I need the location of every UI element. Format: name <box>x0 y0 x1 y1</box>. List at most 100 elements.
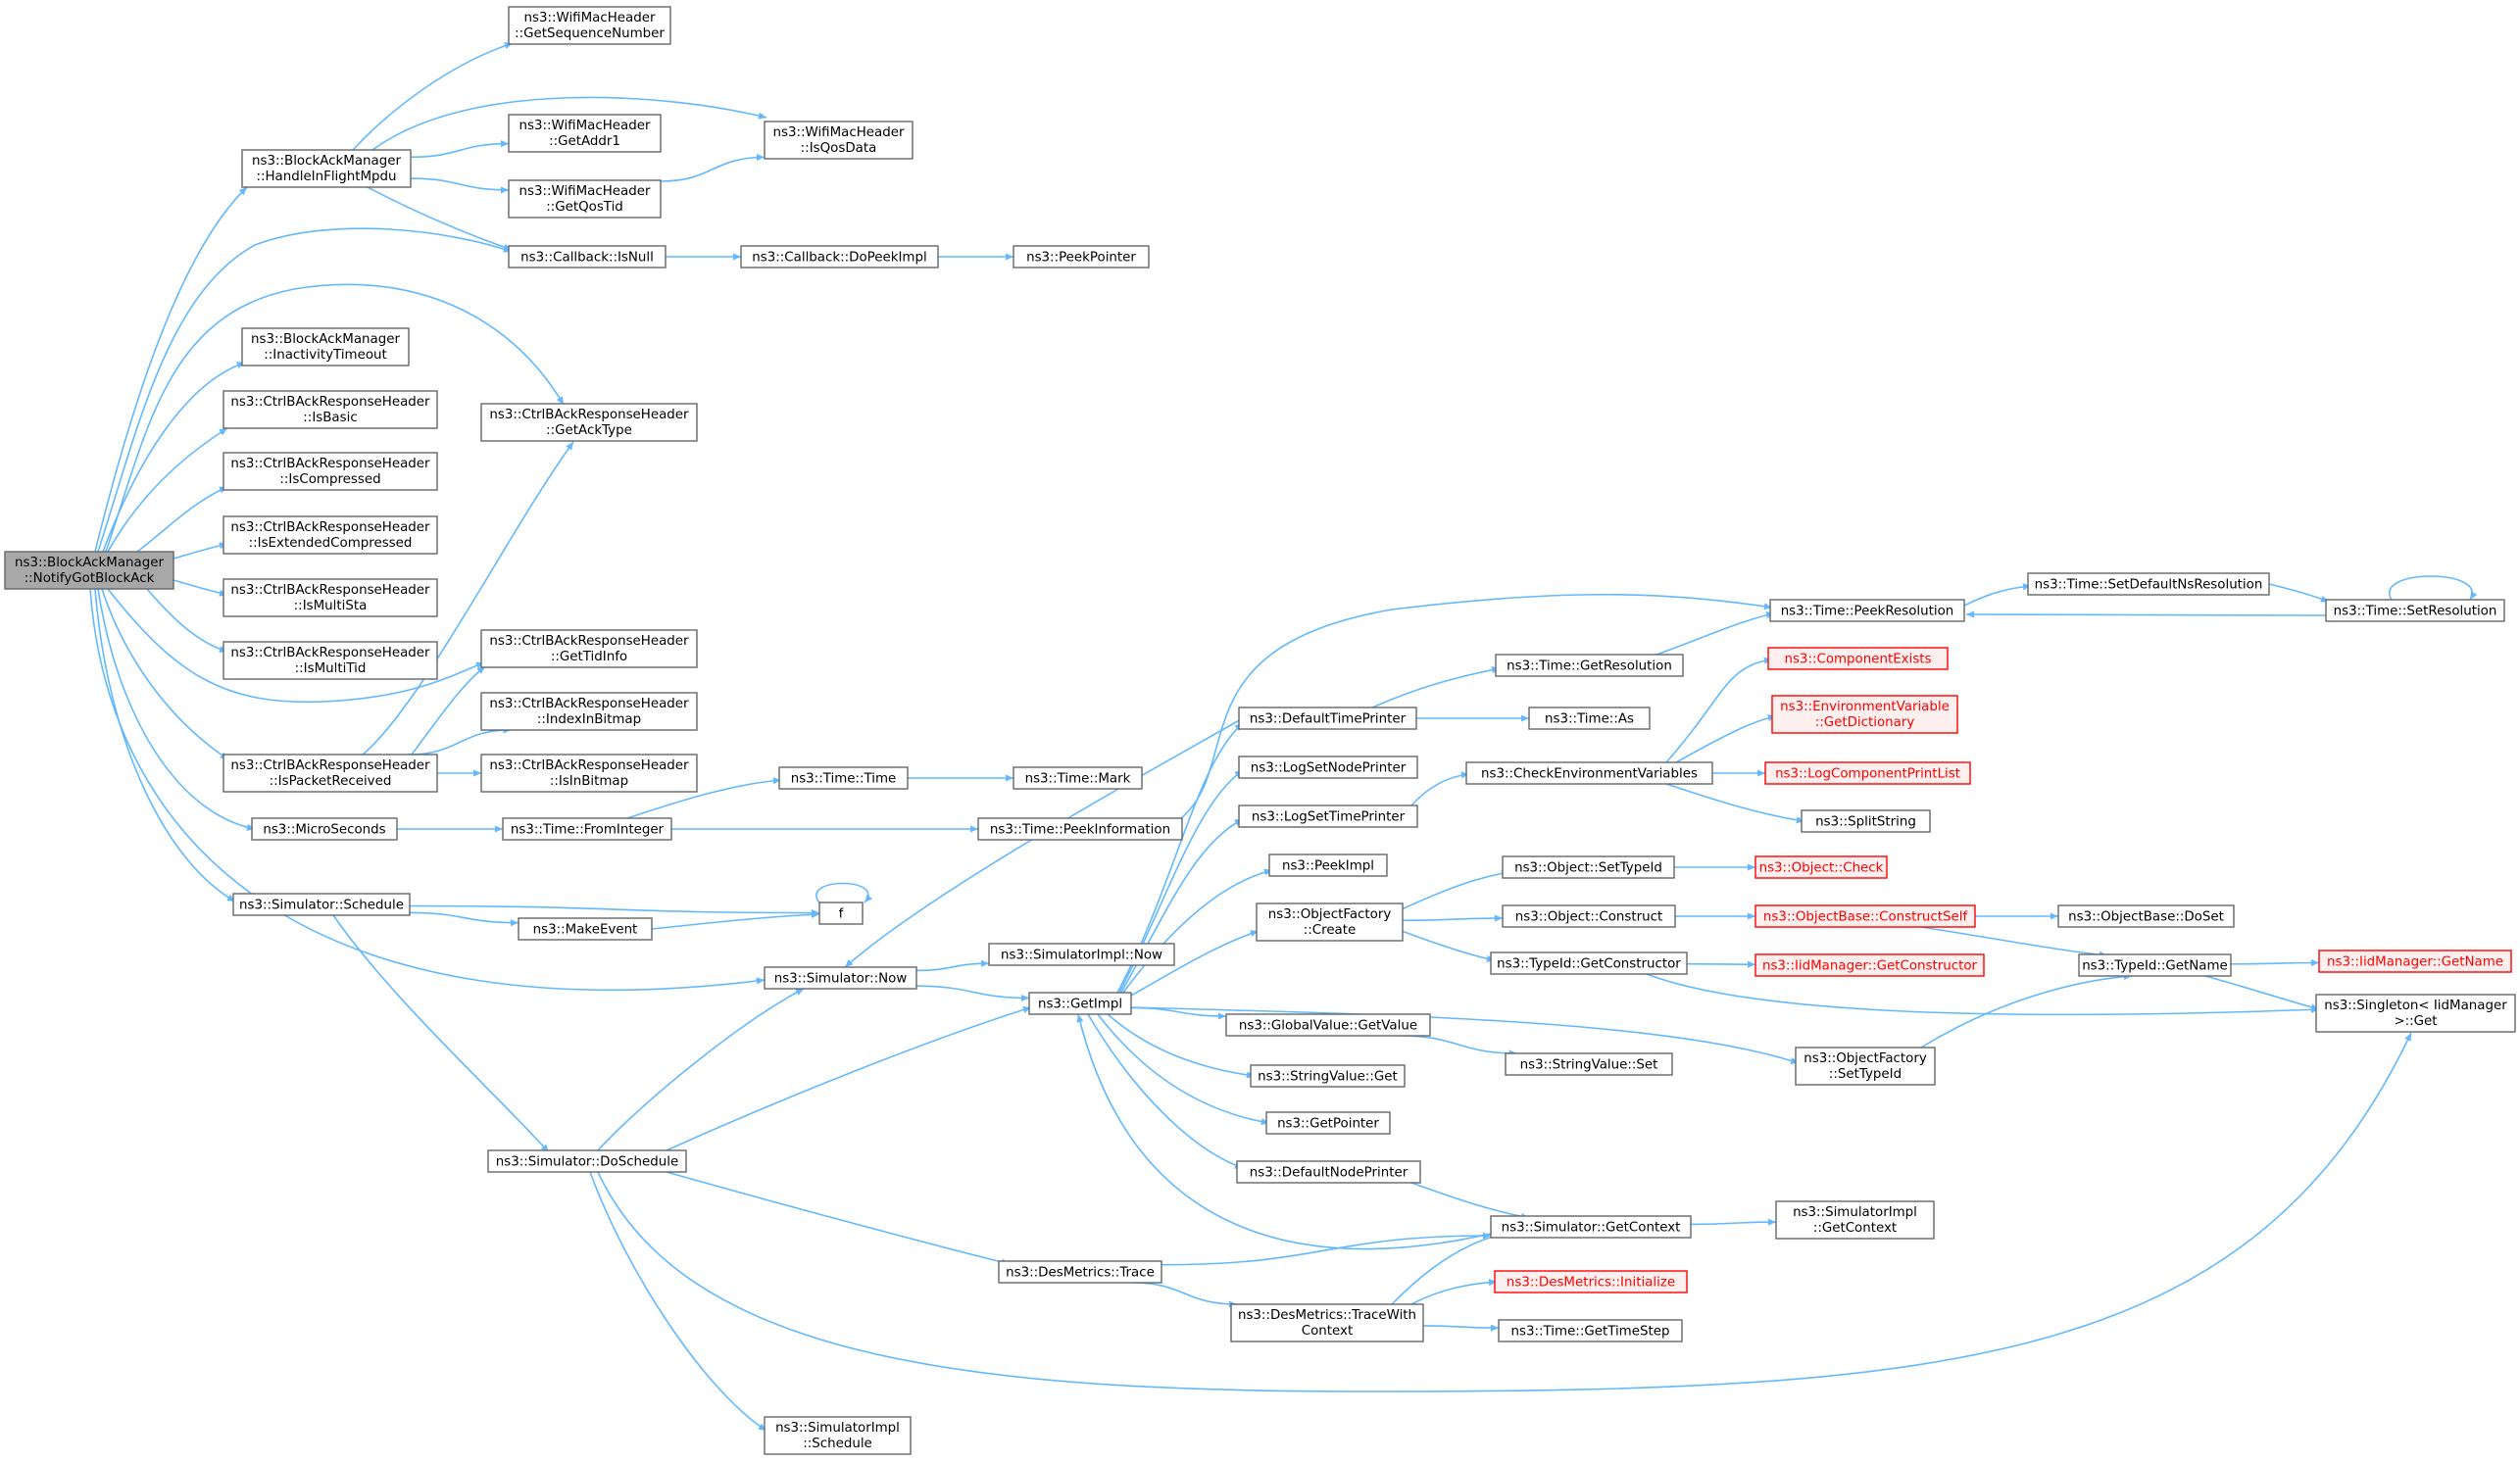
node-fromInteger[interactable]: ns3::Time::FromInteger <box>502 817 672 841</box>
node-isInBitmap[interactable]: ns3::CtrlBAckResponseHeader::IsInBitmap <box>480 754 698 793</box>
node-globalValueGet[interactable]: ns3::GlobalValue::GetValue <box>1225 1013 1431 1037</box>
node-label: ::GetQosTid <box>546 200 623 215</box>
node-desTrace[interactable]: ns3::DesMetrics::Trace <box>998 1260 1162 1284</box>
node-getContext[interactable]: ns3::Simulator::GetContext <box>1490 1215 1692 1239</box>
node-isExtComp[interactable]: ns3::CtrlBAckResponseHeader::IsExtendedC… <box>222 515 438 555</box>
node-peekImpl[interactable]: ns3::PeekImpl <box>1268 853 1388 877</box>
edge-doSchedule-to-desTrace <box>666 1171 1011 1266</box>
node-f[interactable]: f <box>818 902 864 925</box>
node-objFactoryCreate[interactable]: ns3::ObjectFactory::Create <box>1256 902 1404 942</box>
node-componentExists[interactable]: ns3::ComponentExists <box>1767 647 1949 670</box>
node-schedule[interactable]: ns3::Simulator::Schedule <box>232 893 411 916</box>
node-handleInFlight[interactable]: ns3::BlockAckManager::HandleInFlightMpdu <box>241 149 412 188</box>
node-label: ns3::Time::FromInteger <box>511 823 665 838</box>
node-label: ns3::SimulatorImpl::Now <box>1001 949 1162 963</box>
node-objCheck[interactable]: ns3::Object::Check <box>1754 855 1888 879</box>
node-box <box>764 121 914 160</box>
node-setResolution[interactable]: ns3::Time::SetResolution <box>2325 599 2505 622</box>
node-objFactorySetTypeId[interactable]: ns3::ObjectFactory::SetTypeId <box>1795 1047 1936 1086</box>
node-box <box>1498 1319 1683 1342</box>
node-label: ns3::TypeId::GetConstructor <box>1497 957 1681 972</box>
node-isMultiSta[interactable]: ns3::CtrlBAckResponseHeader::IsMultiSta <box>222 578 438 617</box>
node-iidGetCtor[interactable]: ns3::IidManager::GetConstructor <box>1754 953 1985 977</box>
node-simImplGetContext[interactable]: ns3::SimulatorImpl::GetContext <box>1775 1200 1935 1240</box>
node-peekInformation[interactable]: ns3::Time::PeekInformation <box>977 817 1183 841</box>
edge-isPacketReceived-to-getAckType <box>362 441 574 756</box>
node-box <box>1494 1270 1688 1293</box>
node-simImplSchedule[interactable]: ns3::SimulatorImpl::Schedule <box>764 1416 912 1455</box>
node-getSeq[interactable]: ns3::WifiMacHeader::GetSequenceNumber <box>508 6 671 45</box>
node-constructSelf[interactable]: ns3::ObjectBase::ConstructSelf <box>1754 904 1976 928</box>
node-box <box>232 893 411 916</box>
node-checkEnv[interactable]: ns3::CheckEnvironmentVariables <box>1465 761 1713 785</box>
node-defaultNodePrinter[interactable]: ns3::DefaultNodePrinter <box>1236 1160 1421 1184</box>
node-defaultTimePrinter[interactable]: ns3::DefaultTimePrinter <box>1238 707 1417 730</box>
node-getAckType[interactable]: ns3::CtrlBAckResponseHeader::GetAckType <box>480 403 698 442</box>
node-splitString[interactable]: ns3::SplitString <box>1801 809 1931 833</box>
node-peekPointer[interactable]: ns3::PeekPointer <box>1013 245 1150 268</box>
node-simNow[interactable]: ns3::Simulator::Now <box>764 966 917 990</box>
node-box <box>222 390 438 429</box>
edge-checkEnv-to-splitString <box>1665 783 1805 824</box>
node-isCompressed[interactable]: ns3::CtrlBAckResponseHeader::IsCompresse… <box>222 452 438 491</box>
node-getPointer[interactable]: ns3::GetPointer <box>1265 1111 1391 1135</box>
node-timeMark[interactable]: ns3::Time::Mark <box>1013 766 1143 790</box>
node-typeIdGetName[interactable]: ns3::TypeId::GetName <box>2078 953 2232 977</box>
node-inactivity[interactable]: ns3::BlockAckManager::InactivityTimeout <box>241 327 410 366</box>
node-peekResolution[interactable]: ns3::Time::PeekResolution <box>1769 599 1965 622</box>
node-label: ns3::CtrlBAckResponseHeader <box>230 395 430 410</box>
node-label: ::IsMultiSta <box>294 599 368 613</box>
node-singletonGet[interactable]: ns3::Singleton< IidManager >::Get <box>2315 994 2516 1033</box>
node-stringValueSet[interactable]: ns3::StringValue::Set <box>1505 1052 1673 1076</box>
node-box <box>241 149 412 188</box>
node-isQosData[interactable]: ns3::WifiMacHeader::IsQosData <box>764 121 914 160</box>
node-label: ns3::DefaultNodePrinter <box>1250 1166 1408 1181</box>
node-getImpl[interactable]: ns3::GetImpl <box>1028 992 1132 1015</box>
node-isPacketReceived[interactable]: ns3::CtrlBAckResponseHeader::IsPacketRec… <box>222 754 438 793</box>
node-box <box>1236 1160 1421 1184</box>
node-logCompPrintList[interactable]: ns3::LogComponentPrintList <box>1764 761 1971 785</box>
node-label: ns3::DesMetrics::TraceWith <box>1238 1308 1416 1323</box>
node-microSeconds[interactable]: ns3::MicroSeconds <box>251 817 398 841</box>
node-getTimeStep[interactable]: ns3::Time::GetTimeStep <box>1498 1319 1683 1342</box>
node-objBaseDoSet[interactable]: ns3::ObjectBase::DoSet <box>2057 904 2235 928</box>
node-cbDoPeek[interactable]: ns3::Callback::DoPeekImpl <box>740 245 939 268</box>
node-doSchedule[interactable]: ns3::Simulator::DoSchedule <box>487 1149 687 1173</box>
edge-root-to-cbIsNull <box>97 227 513 553</box>
node-indexInBitmap[interactable]: ns3::CtrlBAckResponseHeader::IndexInBitm… <box>480 692 698 731</box>
node-timeAs[interactable]: ns3::Time::As <box>1528 707 1651 730</box>
node-objConstruct[interactable]: ns3::Object::Construct <box>1502 904 1676 928</box>
node-label: ::GetContext <box>1813 1221 1897 1236</box>
node-label: ns3::ObjectBase::ConstructSelf <box>1763 910 1968 925</box>
node-box <box>1795 1047 1936 1086</box>
node-typeIdGetCtor[interactable]: ns3::TypeId::GetConstructor <box>1490 951 1688 975</box>
node-getTidInfo[interactable]: ns3::CtrlBAckResponseHeader::GetTidInfo <box>480 629 698 668</box>
node-desInit[interactable]: ns3::DesMetrics::Initialize <box>1494 1270 1688 1293</box>
node-box <box>241 327 410 366</box>
node-envVarGetDict[interactable]: ns3::EnvironmentVariable::GetDictionary <box>1771 695 1958 734</box>
node-timeGetRes[interactable]: ns3::Time::GetResolution <box>1495 654 1684 677</box>
node-getQosTid[interactable]: ns3::WifiMacHeader::GetQosTid <box>508 179 662 219</box>
node-root[interactable]: ns3::BlockAckManager::NotifyGotBlockAck <box>4 551 174 590</box>
node-label: ::SetTypeId <box>1829 1067 1902 1082</box>
node-logSetTimePrinter[interactable]: ns3::LogSetTimePrinter <box>1238 805 1418 828</box>
node-label: ns3::CtrlBAckResponseHeader <box>230 457 430 471</box>
edge-getImpl-to-getPointer <box>1097 1013 1270 1126</box>
node-logSetNodePrinter[interactable]: ns3::LogSetNodePrinter <box>1238 756 1418 779</box>
node-objSetTypeId[interactable]: ns3::Object::SetTypeId <box>1502 855 1675 879</box>
edge-handleInFlight-to-isQosData <box>371 96 767 151</box>
node-isBasic[interactable]: ns3::CtrlBAckResponseHeader::IsBasic <box>222 390 438 429</box>
node-cbIsNull[interactable]: ns3::Callback::IsNull <box>508 245 667 268</box>
node-isMultiTid[interactable]: ns3::CtrlBAckResponseHeader::IsMultiTid <box>222 641 438 680</box>
edge-defaultTimePrinter-to-simNow <box>844 717 1244 968</box>
node-timeTime[interactable]: ns3::Time::Time <box>778 766 909 790</box>
node-simImplNow[interactable]: ns3::SimulatorImpl::Now <box>988 943 1175 966</box>
node-setDefaultNsRes[interactable]: ns3::Time::SetDefaultNsResolution <box>2027 572 2270 596</box>
node-getAddr1[interactable]: ns3::WifiMacHeader::GetAddr1 <box>508 114 662 153</box>
node-stringValueGet[interactable]: ns3::StringValue::Get <box>1250 1064 1406 1088</box>
node-makeEvent[interactable]: ns3::MakeEvent <box>518 917 653 941</box>
node-label: ns3::Time::GetResolution <box>1507 659 1672 674</box>
node-iidGetName[interactable]: ns3::IidManager::GetName <box>2318 950 2512 973</box>
node-label: ns3::WifiMacHeader <box>519 184 651 199</box>
